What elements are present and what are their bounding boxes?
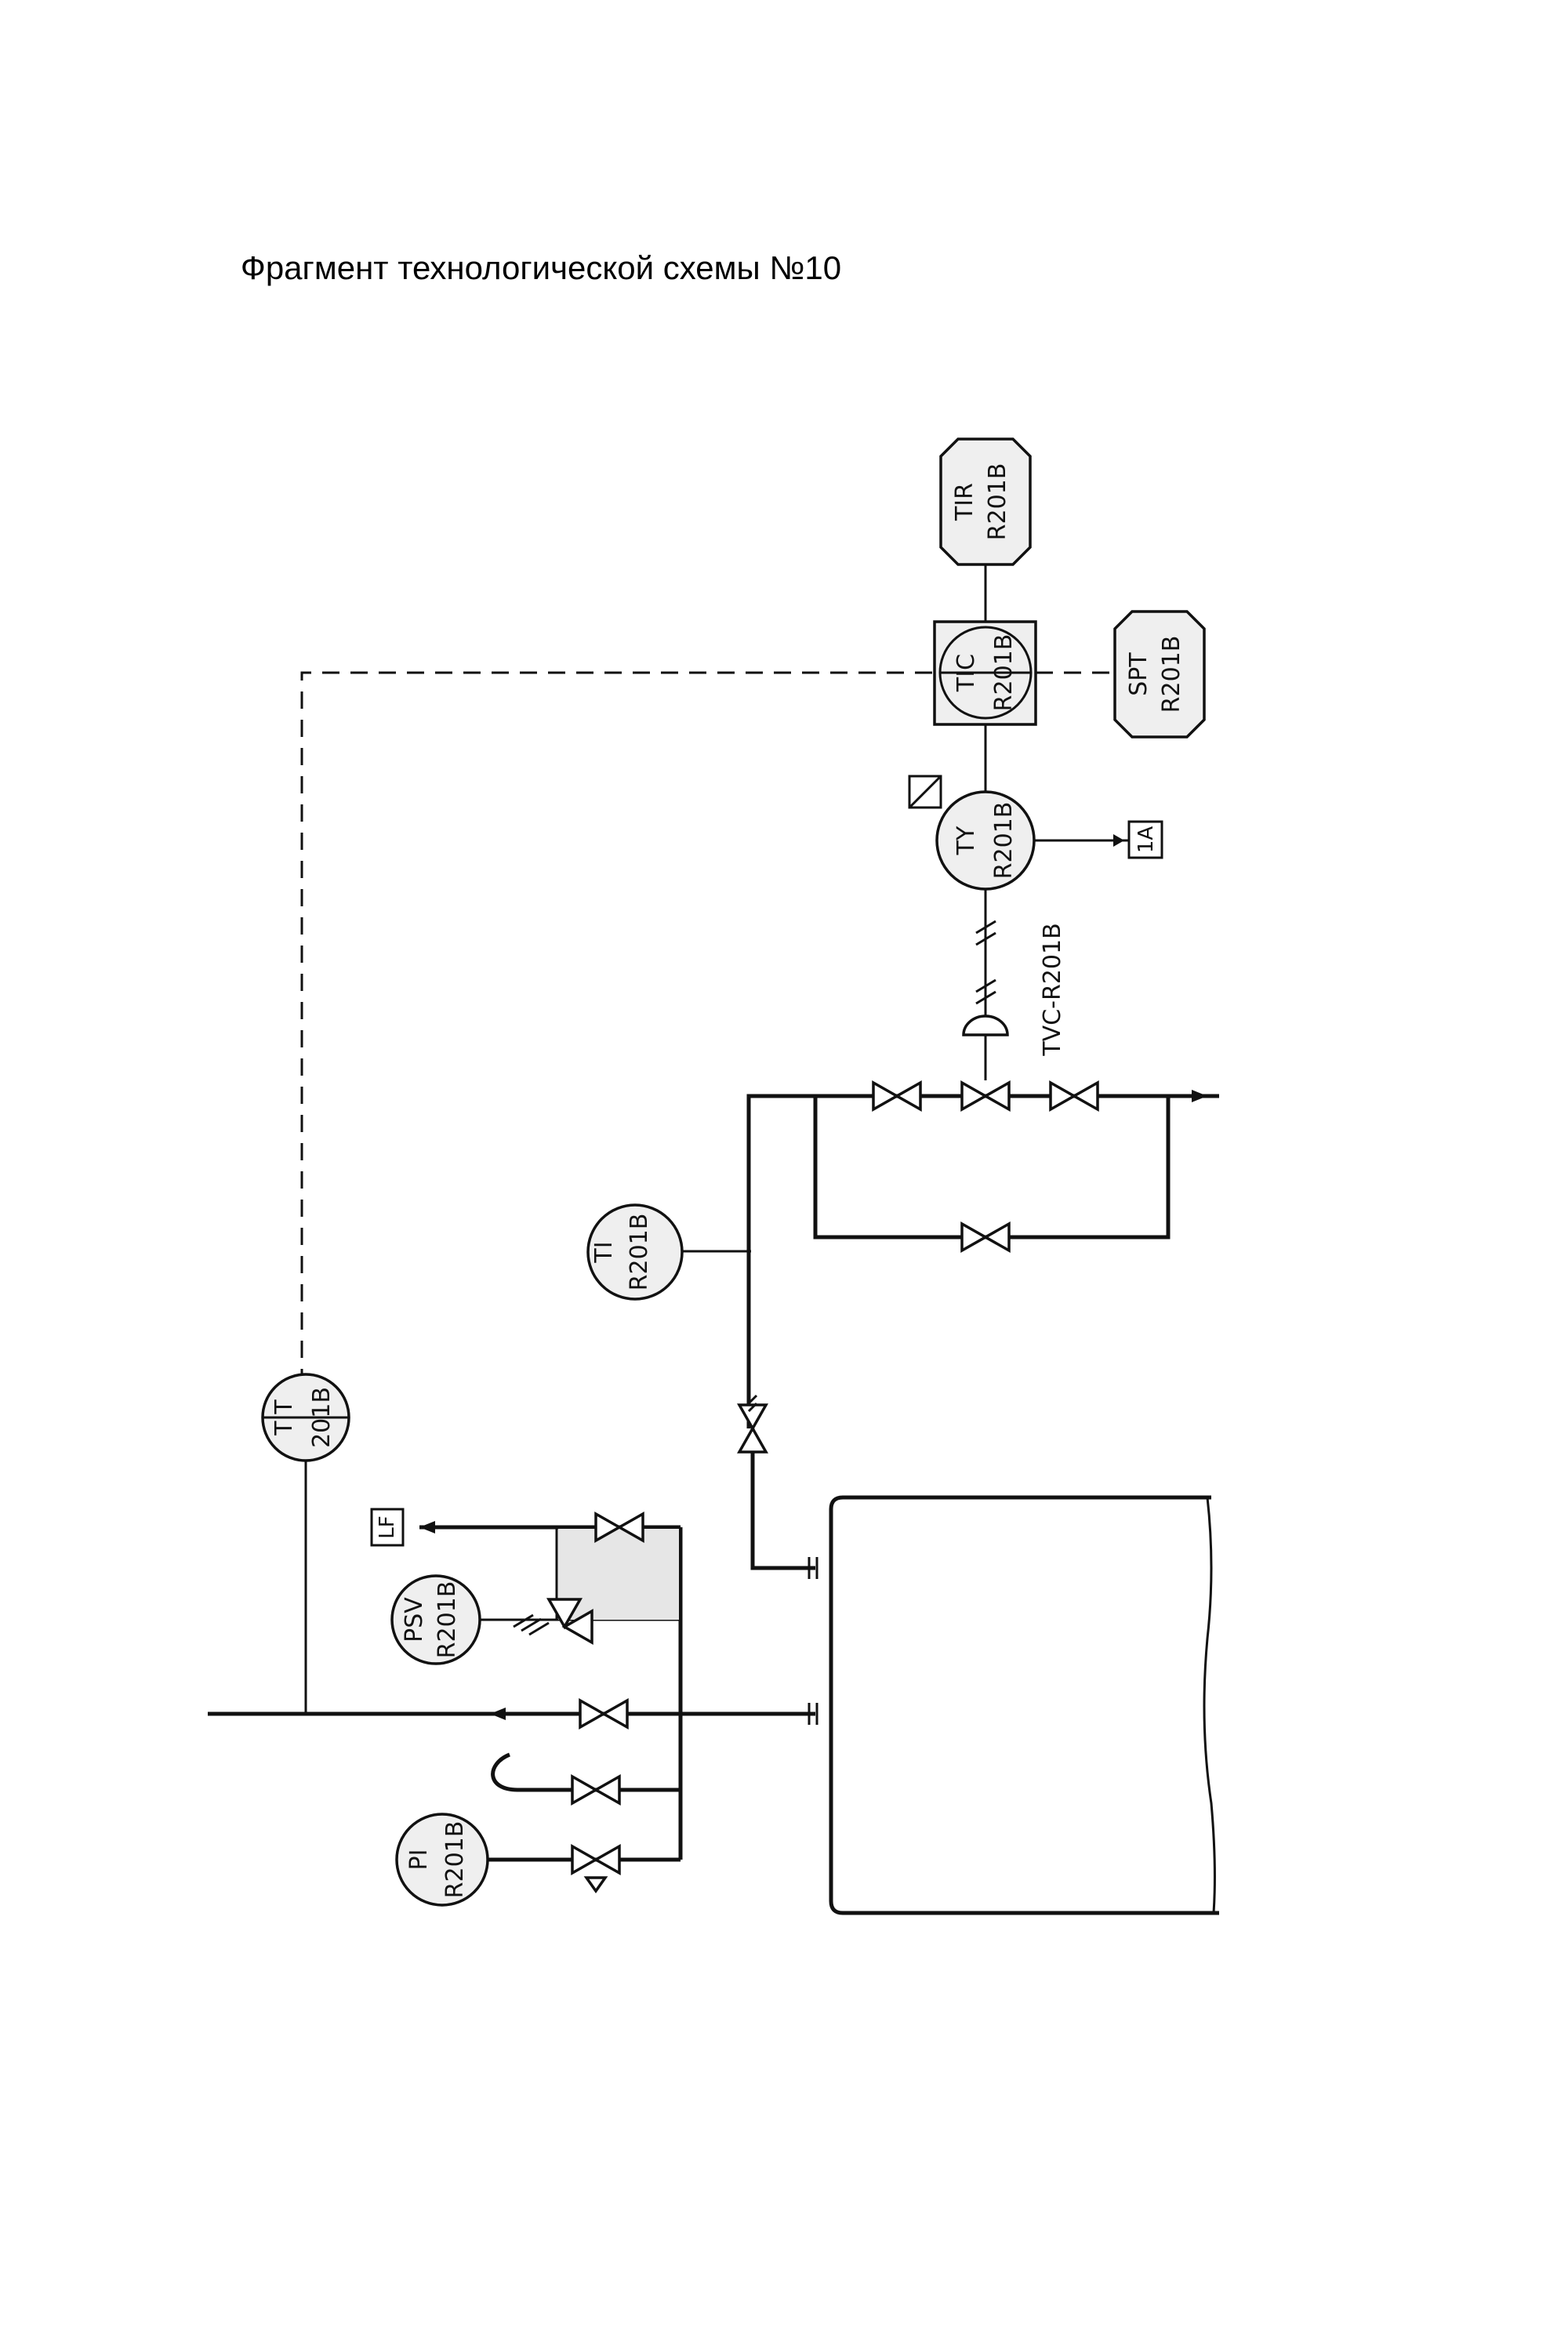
tic-loop: R201B <box>990 634 1018 712</box>
ti-loop: R201B <box>626 1214 653 1291</box>
signal-lines <box>300 622 1145 1386</box>
instrument-tic: TIC R201B <box>933 620 1037 726</box>
psv-tag: PSV <box>401 1597 428 1642</box>
ia-label: 1A <box>1134 826 1158 854</box>
instrument-pi: PI R201B <box>395 1813 489 1907</box>
pi-loop: R201B <box>441 1821 469 1899</box>
instrument-ty: TY R201B <box>908 775 1036 891</box>
box-ia: 1A <box>1113 820 1163 859</box>
tic-tag: TIC <box>953 654 980 692</box>
lf-label: LF <box>376 1515 399 1538</box>
instrument-tit: TIT 201B <box>261 1373 350 1462</box>
instrument-ti: TI R201B <box>586 1203 684 1301</box>
pi-tag: PI <box>405 1849 433 1871</box>
outlet-valve <box>579 1699 629 1729</box>
block-valve-upstream <box>872 1081 922 1111</box>
instrument-psv: PSV R201B <box>390 1574 481 1665</box>
box-lf: LF <box>370 1508 405 1547</box>
ty-loop: R201B <box>990 802 1018 880</box>
tir-tag: TIR <box>951 483 978 521</box>
bypass-valve <box>960 1222 1011 1252</box>
ty-tag: TY <box>953 826 980 855</box>
tit-loop: 201B <box>308 1387 336 1448</box>
instrument-tir: TIR R201B <box>939 437 1032 566</box>
flow-arrows <box>419 920 1207 1720</box>
instrument-taps <box>304 564 1133 1714</box>
spt-loop: R201B <box>1158 636 1185 713</box>
control-valve-label: TVC-R201B <box>1039 923 1066 1056</box>
control-valve-body <box>960 1081 1011 1111</box>
block-valve-downstream <box>1049 1081 1099 1111</box>
page-title: Фрагмент технологической схемы №10 <box>240 249 842 286</box>
spt-tag: SPT <box>1125 652 1152 696</box>
vessel <box>808 1495 1219 1915</box>
pi-valve <box>571 1845 621 1875</box>
psv-loop: R201B <box>434 1581 461 1659</box>
ti-tag: TI <box>590 1241 618 1263</box>
tit-tag: TIT <box>270 1399 298 1436</box>
tir-loop: R201B <box>984 463 1011 541</box>
instrument-spt: SPT R201B <box>1113 610 1206 739</box>
valves <box>546 1014 1099 1894</box>
process-piping <box>208 1094 1219 1862</box>
vessel-inlet-valve <box>738 1403 768 1454</box>
drain-valve <box>571 1775 621 1805</box>
